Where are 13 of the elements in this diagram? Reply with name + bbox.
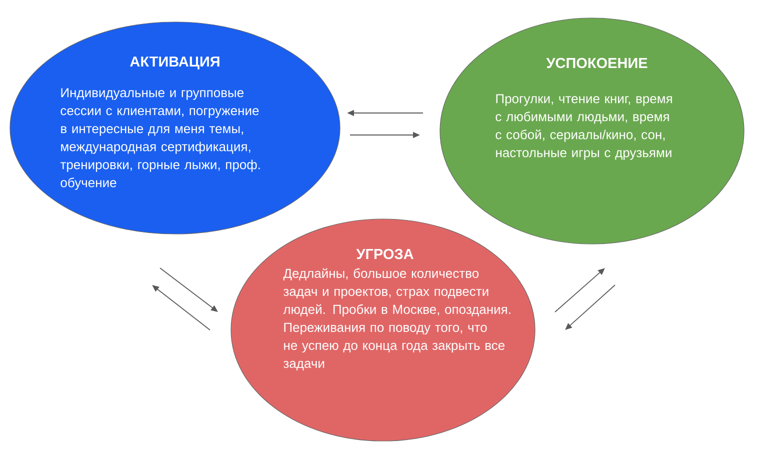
arrow [565, 284, 616, 330]
arrow [554, 268, 605, 312]
heading: УСПОКОЕНИЕ [546, 58, 648, 68]
heading: АКТИВАЦИЯ [130, 56, 220, 70]
arrow [152, 285, 210, 330]
heading: УГРОЗА [356, 248, 414, 260]
ellipse [440, 18, 744, 244]
description: Прогулки, чтение книг, время с любимыми людьми, время с собой, сериалы/кино, сон, настольные игры с друзьями [496, 94, 672, 160]
description: Дедлайны, большое количество задач и проектов, страх подвести людей. Пробки в Москве, опоздания. Переживания по поводу того, что не успею до конца года закрыть все задачи [283, 268, 510, 370]
arrow [160, 268, 218, 312]
ellipse [10, 22, 340, 234]
ellipse [230, 218, 536, 442]
description: Индивидуальные и групповые сессии с клиентами, погружение в интересные для меня темы, международная сертификация, тренировки, горные лыжи, проф. обучение [60, 88, 260, 190]
